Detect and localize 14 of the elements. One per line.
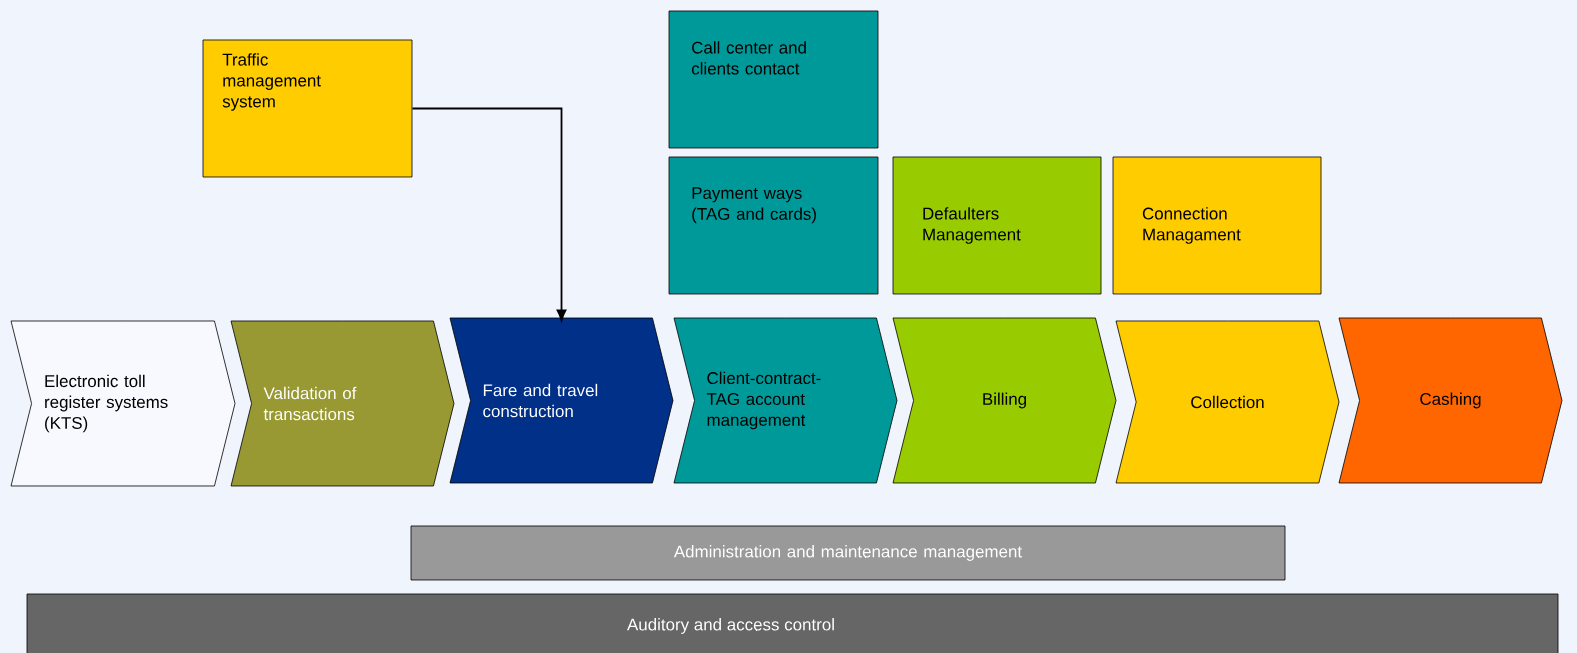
process-box: Connection Managament	[1112, 156, 1322, 295]
process-box: Payment ways (TAG and cards)	[668, 156, 879, 295]
process-box: Call center and clients contact	[668, 10, 879, 149]
band: Auditory and access control	[26, 593, 1559, 653]
band: Administration and maintenance management	[410, 525, 1286, 581]
chevron-step: Fare and travel construction	[449, 317, 674, 484]
chevron-step: Client-contract-TAG account management	[673, 317, 898, 484]
chevron-step: Cashing	[1338, 317, 1563, 484]
chevron-step: Electronic toll register systems (KTS)	[10, 320, 236, 487]
process-box: Traffic management system	[202, 39, 413, 178]
chevron-step: Validation of transactions	[230, 320, 455, 487]
chevron-step: Billing	[892, 317, 1117, 484]
chevron-step: Collection	[1115, 320, 1340, 484]
process-box: Defaulters Management	[892, 156, 1102, 295]
